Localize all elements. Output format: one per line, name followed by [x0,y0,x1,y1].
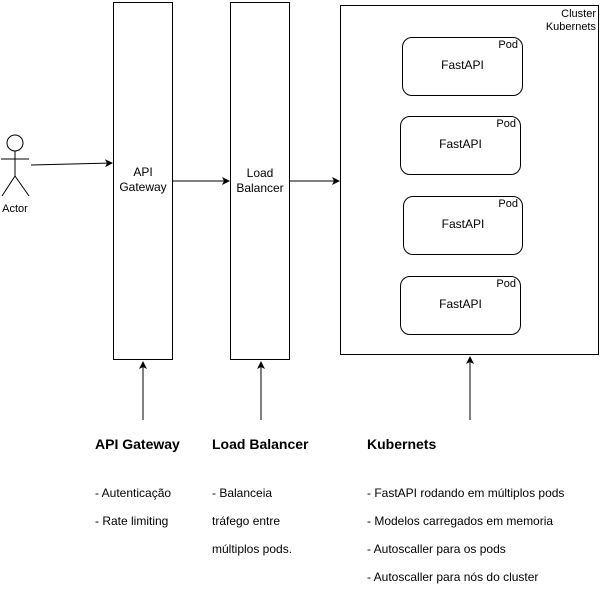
note-kubernetes-item: - Autoscaller para nós do cluster [367,570,539,584]
pod-name-3: FastAPI [441,217,485,231]
note-kubernetes-title: Kubernets [367,436,437,452]
note-load-balancer-title: Load Balancer [212,436,309,452]
pod-name-1: FastAPI [441,58,484,72]
note-api-gateway-item: - Autenticação [95,486,172,500]
api-gateway-label-line2: Gateway [119,180,167,194]
api-gateway-label-line1: API [133,165,153,179]
api-gateway-box[interactable]: API Gateway [113,2,173,360]
load-balancer-label-line2: Balancer [236,181,284,195]
note-api-gateway-body: - Autenticação - Rate limiting [95,472,171,542]
kubernetes-cluster-box[interactable]: Cluster Kubernets Pod FastAPI Pod FastAP… [340,5,599,355]
load-balancer-box[interactable]: Load Balancer [230,2,290,360]
actor-figure [1,134,30,197]
note-api-gateway-title: API Gateway [95,436,180,452]
pod-name-4: FastAPI [439,297,482,311]
pod-tag-3: Pod [498,198,518,210]
note-load-balancer-line: tráfego entre [212,514,281,528]
cluster-label-line1: Cluster [561,8,596,20]
cluster-label-line2: Kubernets [545,21,596,33]
note-load-balancer-body: - Balanceia tráfego entre múltiplos pods… [212,472,292,570]
note-kubernetes-item: - Autoscaller para os pods [367,542,506,556]
pod-fastapi-2[interactable]: Pod FastAPI [400,116,521,175]
note-api-gateway-item: - Rate limiting [95,514,169,528]
pod-fastapi-1[interactable]: Pod FastAPI [402,37,523,96]
pod-fastapi-4[interactable]: Pod FastAPI [400,276,521,335]
load-balancer-label-line1: Load [246,166,274,180]
pod-name-2: FastAPI [439,137,482,151]
note-load-balancer-line: - Balanceia [212,486,273,500]
note-kubernetes-item: - Modelos carregados em memoria [367,514,554,528]
note-load-balancer-line: múltiplos pods. [212,542,293,556]
note-kubernetes-item: - FastAPI rodando em múltiplos pods [367,486,565,500]
note-kubernetes-body: - FastAPI rodando em múltiplos pods - Mo… [367,472,564,598]
actor-label: Actor [2,203,28,215]
pod-tag-2: Pod [496,118,516,130]
diagram-connectors [1,134,474,420]
pod-tag-1: Pod [498,39,518,51]
pod-tag-4: Pod [496,278,516,290]
pod-fastapi-3[interactable]: Pod FastAPI [403,196,523,255]
arrow-actor-to-gateway [30,159,113,168]
